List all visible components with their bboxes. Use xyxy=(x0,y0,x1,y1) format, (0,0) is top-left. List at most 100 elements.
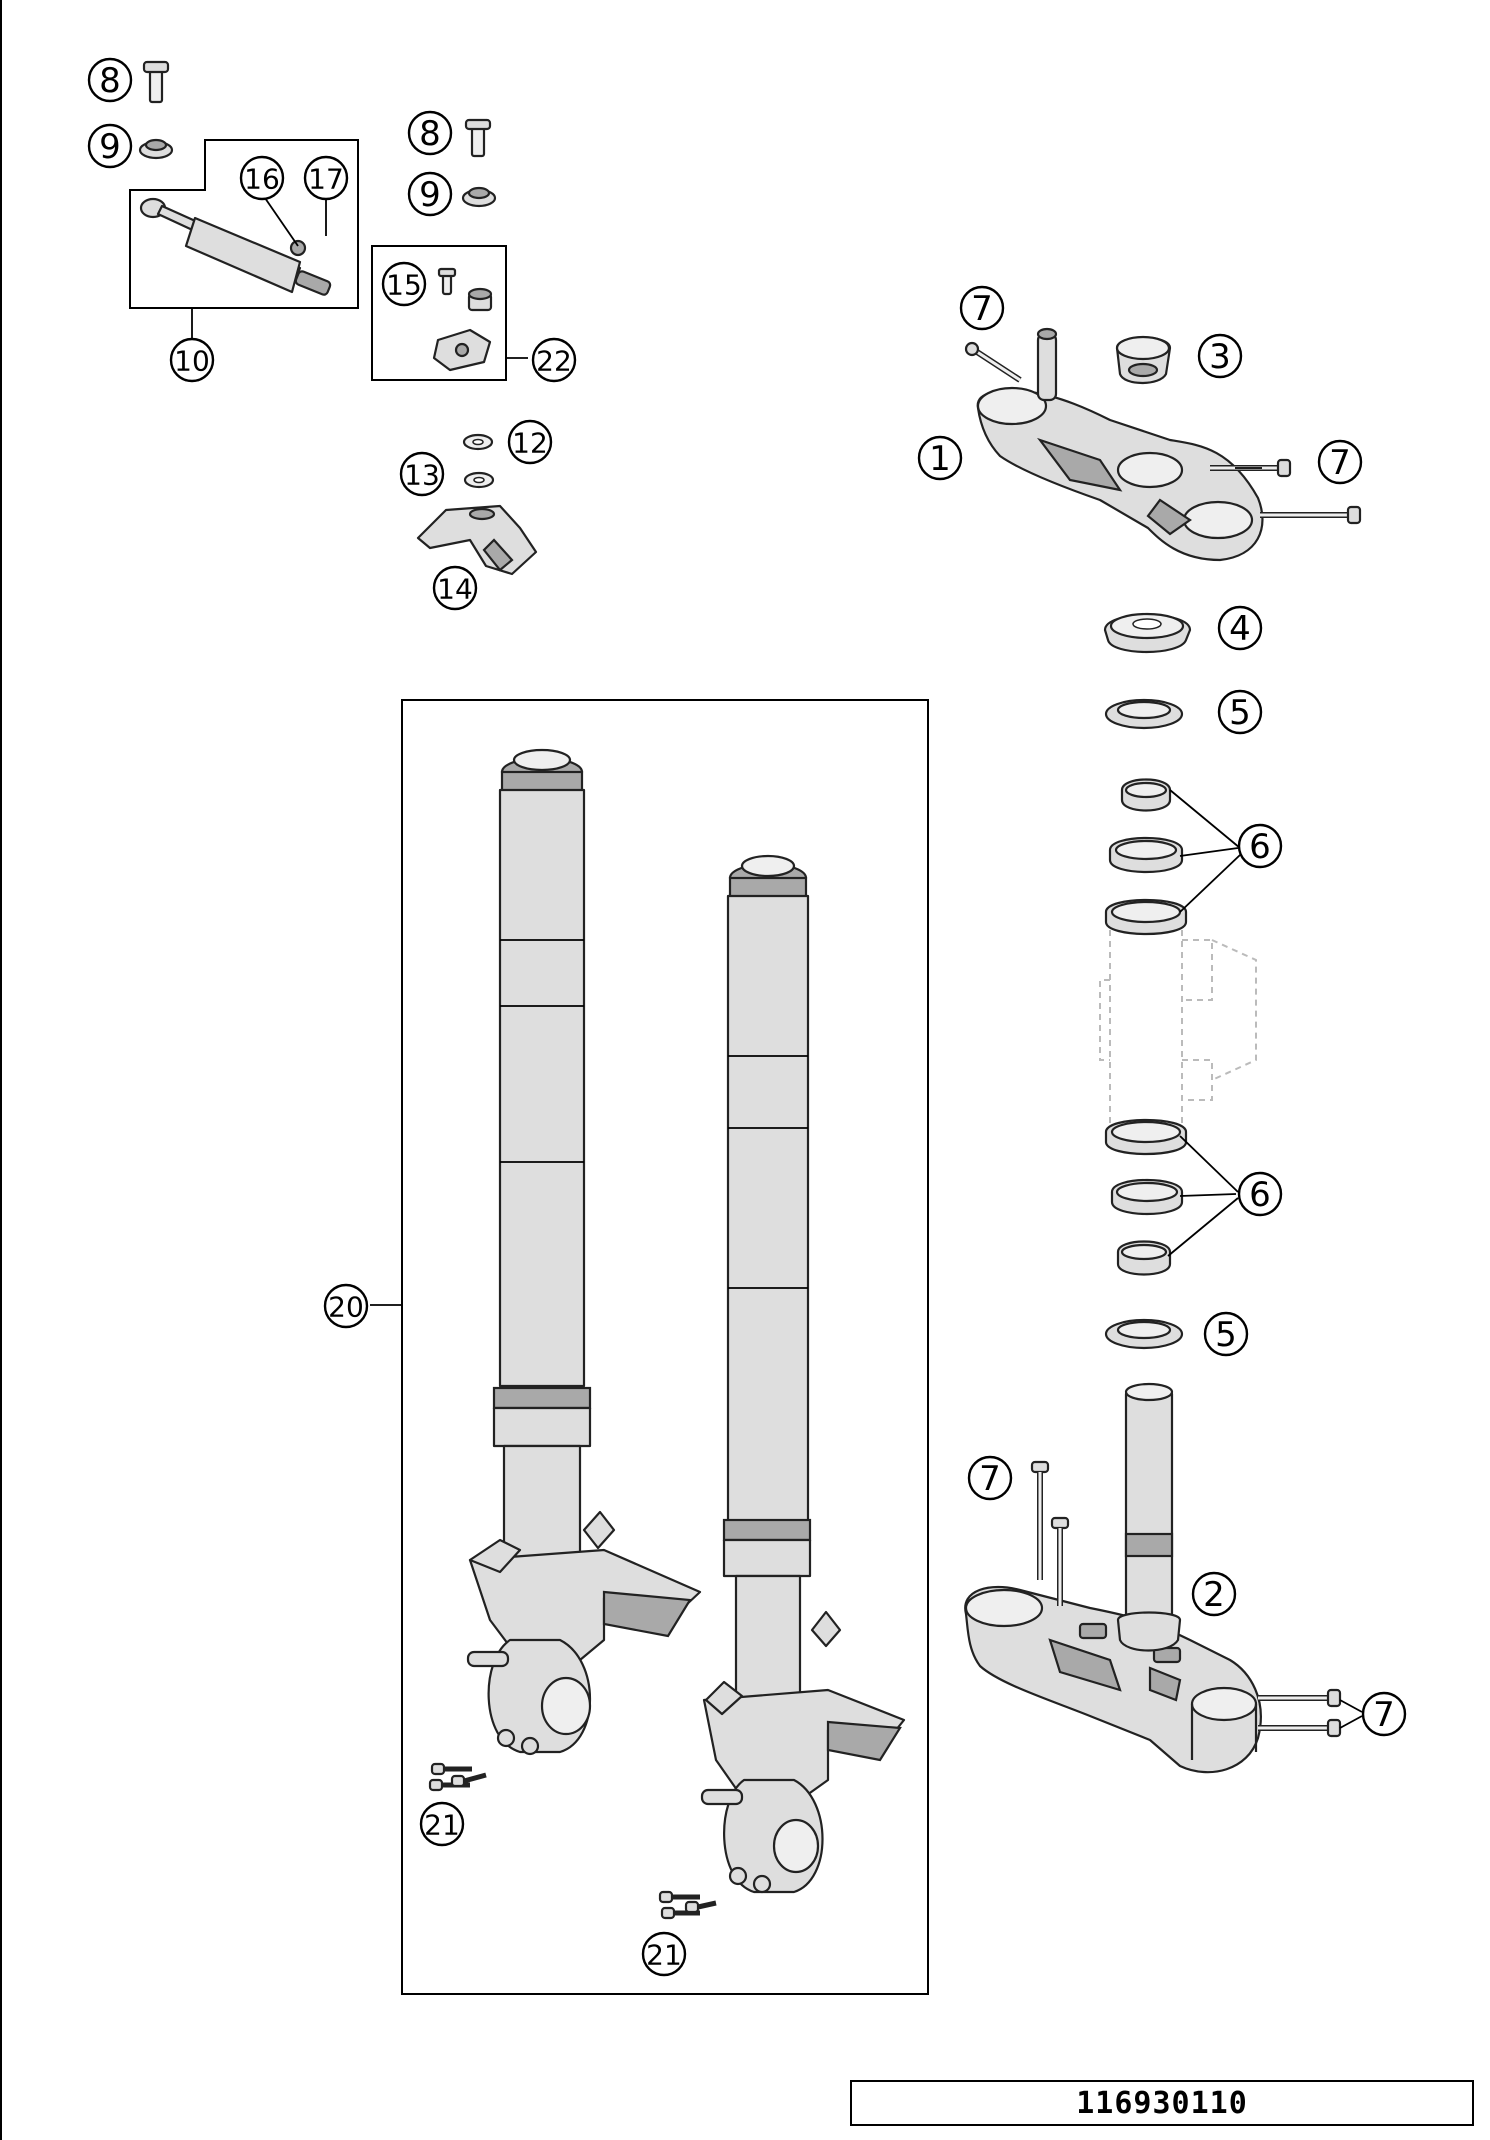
callout-16: 16 xyxy=(239,155,285,201)
callout-1: 1 xyxy=(917,435,963,481)
damper-bracket-group-box xyxy=(371,245,507,381)
svg-text:16: 16 xyxy=(244,163,280,196)
svg-text:10: 10 xyxy=(174,345,210,378)
steering-damper-part-10 xyxy=(139,197,332,296)
nut-part-9b xyxy=(461,186,497,208)
steering-stem xyxy=(1116,1382,1182,1652)
bearing-part-6-upper xyxy=(1108,836,1184,874)
callout-13: 13 xyxy=(399,451,445,497)
nut-part-9a xyxy=(138,138,174,160)
fork-assembly-group-box xyxy=(401,699,929,1995)
screw-part-15 xyxy=(437,267,457,296)
callout-14: 14 xyxy=(432,565,478,611)
washer-part-12 xyxy=(462,433,494,451)
drawing-number: 116930110 xyxy=(1076,2085,1248,2121)
seal-part-5-lower xyxy=(1104,1318,1184,1350)
svg-text:21: 21 xyxy=(424,1809,460,1842)
svg-text:22: 22 xyxy=(536,345,572,378)
callout-10: 10 xyxy=(169,337,215,383)
bearing-cup-part-6-upper xyxy=(1104,898,1188,936)
callout-22: 22 xyxy=(531,337,577,383)
callout-5b: 5 xyxy=(1203,1311,1249,1357)
svg-text:6: 6 xyxy=(1249,827,1271,867)
bearing-cup-part-6-lower xyxy=(1104,1118,1188,1156)
bolt-set-part-21-left xyxy=(428,1762,487,1792)
leader-line xyxy=(264,197,299,247)
top-nut-part-3 xyxy=(1115,335,1172,385)
callout-7a: 7 xyxy=(959,285,1005,331)
svg-text:17: 17 xyxy=(308,163,344,196)
leader-line xyxy=(1339,1715,1363,1729)
svg-text:5: 5 xyxy=(1215,1315,1237,1355)
bushing-part xyxy=(467,287,493,312)
bolt-part-8a xyxy=(142,60,170,104)
bolt-part-7-lower-d xyxy=(1258,1718,1342,1738)
bolt-set-part-21-right xyxy=(658,1890,717,1920)
leader-line xyxy=(1167,1197,1239,1257)
svg-text:8: 8 xyxy=(419,114,441,154)
leader-line xyxy=(1179,1193,1237,1197)
svg-text:6: 6 xyxy=(1249,1175,1271,1215)
callout-7c: 7 xyxy=(967,1455,1013,1501)
callout-8b: 8 xyxy=(407,110,453,156)
callout-8a: 8 xyxy=(87,57,133,103)
bearing-race-part-6-lower xyxy=(1116,1240,1172,1276)
bearing-part-6-lower xyxy=(1110,1178,1184,1216)
lower-triple-clamp-part-2 xyxy=(964,1586,1262,1774)
svg-text:1: 1 xyxy=(929,439,951,479)
svg-text:2: 2 xyxy=(1203,1575,1225,1615)
bolt-part-7-lower-c xyxy=(1258,1688,1342,1708)
callout-6a: 6 xyxy=(1237,823,1283,869)
callout-6b: 6 xyxy=(1237,1171,1283,1217)
callout-3: 3 xyxy=(1197,333,1243,379)
svg-text:3: 3 xyxy=(1209,337,1231,377)
bolt-part-7-upper-a xyxy=(964,341,1022,383)
bolt-part-7-upper-c xyxy=(1260,505,1362,525)
svg-text:9: 9 xyxy=(99,127,121,167)
callout-7d: 7 xyxy=(1361,1691,1407,1737)
callout-21a: 21 xyxy=(419,1801,465,1847)
svg-text:13: 13 xyxy=(404,459,440,492)
callout-5a: 5 xyxy=(1217,689,1263,735)
bolt-part-7-lower-a xyxy=(1030,1460,1050,1580)
leader-line xyxy=(1179,854,1241,913)
callout-9a: 9 xyxy=(87,123,133,169)
seal-part-5-upper xyxy=(1104,698,1184,730)
fork-leg-right xyxy=(700,854,906,1894)
callout-2: 2 xyxy=(1191,1571,1237,1617)
callout-20: 20 xyxy=(323,1283,369,1329)
callout-7b: 7 xyxy=(1317,439,1363,485)
frame-head-tube-outline xyxy=(1099,930,1257,1140)
callout-4: 4 xyxy=(1217,605,1263,651)
svg-text:4: 4 xyxy=(1229,609,1251,649)
clamp-part xyxy=(432,328,492,372)
svg-text:20: 20 xyxy=(328,1291,364,1324)
callout-12: 12 xyxy=(507,419,553,465)
svg-text:5: 5 xyxy=(1229,693,1251,733)
bearing-race-part-6-upper xyxy=(1120,778,1172,812)
bracket-part-14 xyxy=(416,504,538,576)
dust-cover-part-4 xyxy=(1103,612,1192,654)
leader-line xyxy=(1179,847,1239,857)
callout-21b: 21 xyxy=(641,1931,687,1977)
leader-line xyxy=(1339,1699,1363,1713)
steering-damper-group-box xyxy=(129,139,359,309)
svg-text:7: 7 xyxy=(971,289,993,329)
callout-17: 17 xyxy=(303,155,349,201)
upper-triple-clamp-part-1 xyxy=(976,327,1264,562)
bolt-part-7-lower-b xyxy=(1050,1516,1070,1606)
svg-text:12: 12 xyxy=(512,427,548,460)
svg-text:9: 9 xyxy=(419,175,441,215)
svg-text:15: 15 xyxy=(386,269,422,302)
drawing-number-box: 116930110 xyxy=(850,2080,1474,2126)
leader-line xyxy=(1179,1135,1239,1193)
svg-text:7: 7 xyxy=(1329,443,1351,483)
svg-text:14: 14 xyxy=(437,573,473,606)
svg-text:7: 7 xyxy=(1373,1695,1395,1735)
page-left-border xyxy=(0,0,2,2140)
callout-15: 15 xyxy=(381,261,427,307)
leader-line xyxy=(1169,789,1241,849)
svg-text:7: 7 xyxy=(979,1459,1001,1499)
svg-text:21: 21 xyxy=(646,1939,682,1972)
